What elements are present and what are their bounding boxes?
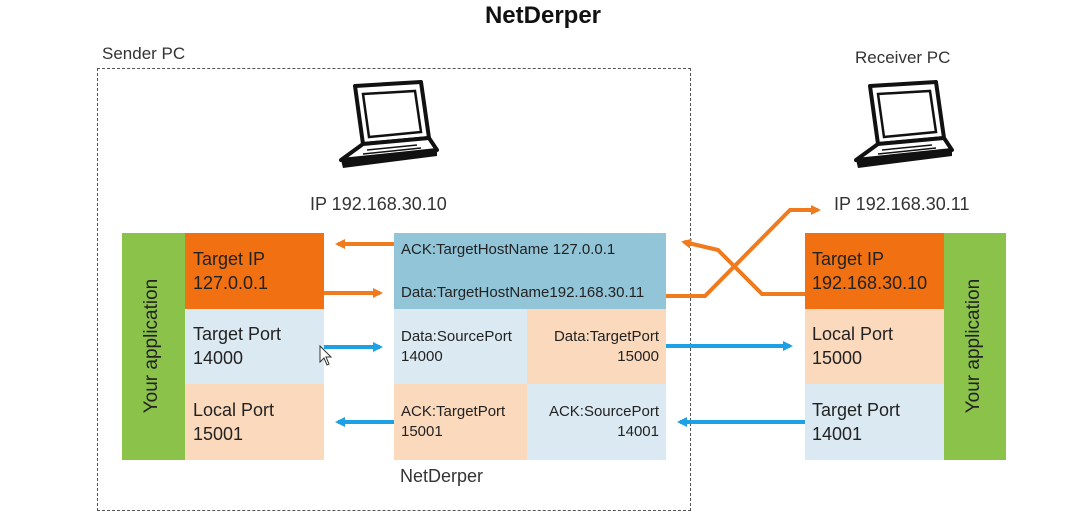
ack-source-port-text: ACK:SourcePort 14001: [548, 403, 659, 440]
data-target-port-cell: [527, 309, 666, 384]
ack-target-port-cell: [394, 384, 527, 460]
receiver-target-port-text: Target Port 14001: [812, 400, 901, 444]
receiver-target-ip-cell: [805, 233, 944, 309]
sender-ip-label: IP 192.168.30.10: [310, 194, 447, 214]
receiver-local-port-text: Local Port 15000: [812, 324, 894, 368]
netderper-label: NetDerper: [400, 466, 484, 486]
data-hostname-text: Data:TargetHostName192.168.30.11: [401, 284, 645, 301]
sender-local-port-text: Local Port 15001: [193, 400, 275, 444]
sender-pc-frame: [97, 68, 691, 511]
laptop-icon: [854, 80, 954, 168]
sender-target-port-cell: [185, 309, 324, 384]
sender-pc-label: Sender PC: [102, 44, 186, 63]
receiver-target-port-cell: [805, 384, 944, 460]
cursor-icon: [319, 344, 333, 366]
sender-target-ip-cell: [185, 233, 324, 309]
diagram-title: NetDerper: [484, 2, 602, 29]
arrow-data-to-receiver-ip: [666, 205, 821, 298]
sender-target-port-text: Target Port 14000: [193, 324, 282, 368]
receiver-app-bar: [944, 233, 1006, 460]
data-source-port-text: Data:SourcePort 14000: [401, 328, 512, 365]
ack-source-port-cell: [527, 384, 666, 460]
receiver-ip-label: IP 192.168.30.11: [834, 194, 970, 214]
data-target-port-text: Data:TargetPort 15000: [553, 328, 659, 365]
sender-local-port-cell: [185, 384, 324, 460]
receiver-pc-label: Receiver PC: [855, 48, 951, 67]
netderper-hostname-block: [394, 233, 666, 309]
receiver-local-port-cell: [805, 309, 944, 384]
ack-hostname-text: ACK:TargetHostName 127.0.0.1: [401, 241, 616, 258]
laptop-icon: [339, 80, 439, 168]
sender-app-bar: [122, 233, 185, 460]
arrow-ack-from-receiver: [681, 238, 805, 296]
receiver-target-ip-text: Target IP 192.168.30.10: [812, 249, 928, 293]
ack-target-port-text: ACK:TargetPort 15001: [401, 403, 506, 440]
data-source-port-cell: [394, 309, 527, 384]
sender-target-ip-text: Target IP 127.0.0.1: [193, 249, 269, 293]
